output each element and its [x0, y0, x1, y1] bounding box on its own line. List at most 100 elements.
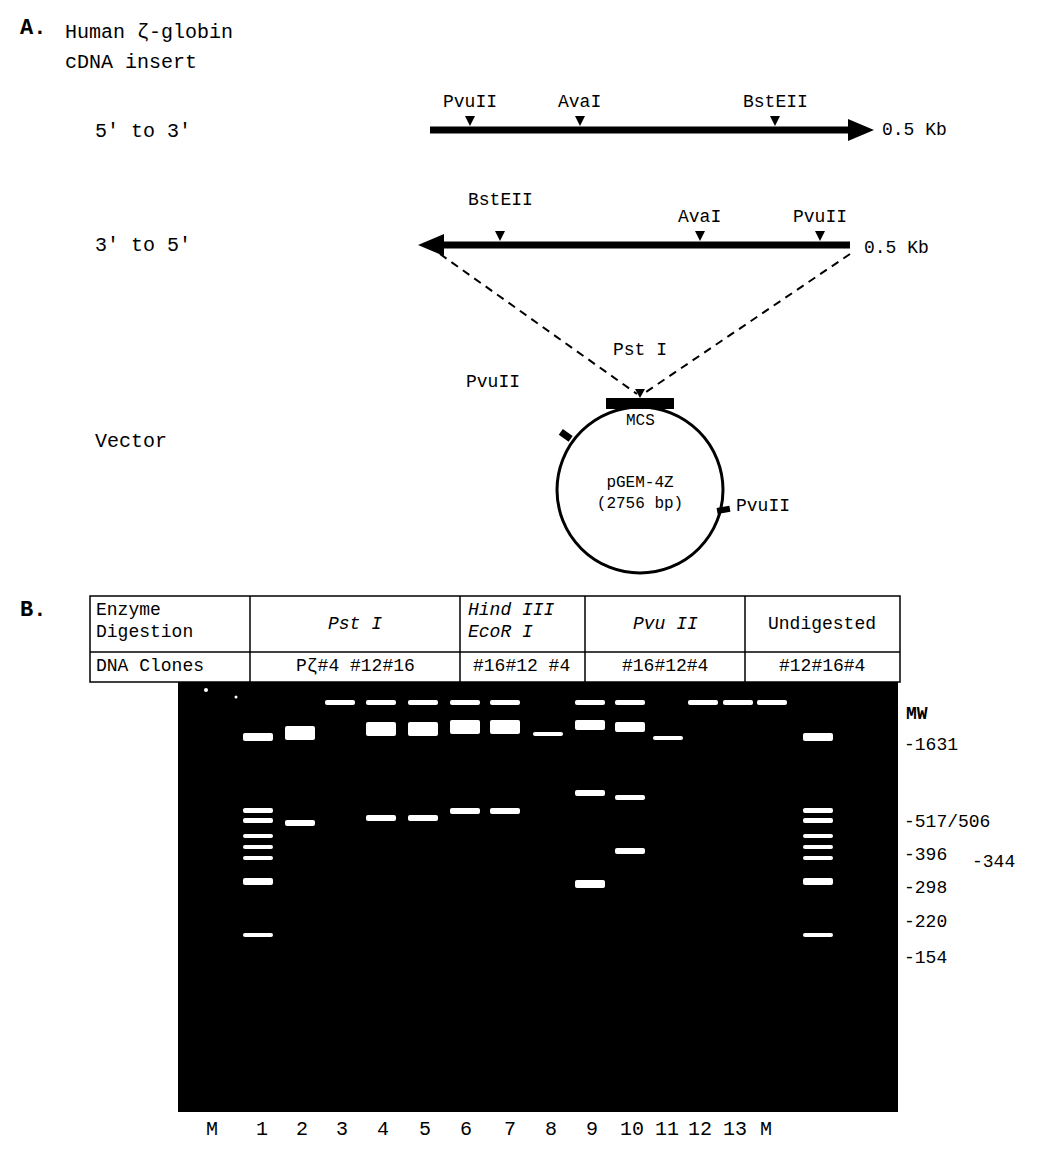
site-tick [815, 231, 825, 241]
gel-band [243, 808, 273, 813]
site-tick [575, 116, 585, 126]
lane-number: 5 [419, 1118, 431, 1142]
gel-band [803, 878, 833, 885]
table-rule [744, 596, 746, 682]
gel-band [615, 700, 645, 705]
table-cell: Pvu II [633, 614, 698, 636]
gel-band [533, 732, 563, 736]
lane-number: 12 [688, 1118, 712, 1142]
panel-letter: A. [20, 16, 46, 42]
table-rule [584, 596, 586, 682]
table-cell: Enzyme Digestion [96, 600, 236, 643]
lane-number: 8 [545, 1118, 557, 1142]
mw-heading: MW [906, 704, 928, 726]
lane-number: M [206, 1118, 218, 1142]
gel-image [178, 682, 898, 1112]
lane-number: 13 [723, 1118, 747, 1142]
gel-band [490, 808, 520, 814]
table-cell: Pζ#4 #12#16 [296, 656, 415, 678]
site-label: AvaI [558, 92, 601, 114]
plasmid-ring [557, 407, 723, 573]
mcs-label: MCS [626, 412, 655, 431]
arrow-head [418, 234, 444, 256]
gel-band [723, 700, 753, 705]
table-rule [249, 596, 251, 682]
orientation-label: 5' to 3' [95, 120, 191, 144]
gel-band [803, 845, 833, 849]
mw-marker: -154 [904, 948, 947, 970]
size-label: 0.5 Kb [882, 120, 947, 142]
site-label: PvuII [793, 207, 847, 229]
insertion-line [440, 254, 637, 394]
gel-band [575, 790, 605, 796]
insert-arrow [430, 127, 850, 134]
lane-number: 10 [620, 1118, 644, 1142]
gel-band [575, 700, 605, 705]
gel-band [366, 815, 396, 821]
site-tick [770, 116, 780, 126]
gel-band [450, 700, 480, 705]
table-cell: #16#12#4 [622, 656, 708, 678]
site-tick [695, 231, 705, 241]
gel-band [243, 733, 273, 741]
gel-band [285, 726, 315, 740]
gel-band [653, 736, 683, 740]
site-marker [559, 429, 573, 442]
gel-band [803, 818, 833, 823]
mw-marker: -298 [904, 878, 947, 900]
mw-marker: -396 [904, 845, 947, 867]
lane-number: 4 [377, 1118, 389, 1142]
table-cell: #16#12 #4 [473, 656, 570, 678]
gel-band [243, 818, 273, 823]
site-label: PvuII [466, 372, 520, 394]
lane-number: 6 [460, 1118, 472, 1142]
table-cell: Hind III EcoR I [468, 600, 580, 643]
vector-label: Vector [95, 430, 167, 454]
insertion-line [643, 254, 850, 394]
lane-number: 9 [586, 1118, 598, 1142]
mw-marker: -220 [904, 912, 947, 934]
mw-marker: -344 [972, 852, 1015, 874]
lane-number: 2 [296, 1118, 308, 1142]
site-tick [465, 116, 475, 126]
gel-band [243, 856, 273, 860]
gel-band [688, 700, 718, 705]
gel-band [243, 933, 273, 937]
gel-band [615, 795, 645, 800]
insert-title: Human ζ-globin cDNA insert [65, 18, 245, 78]
table-cell: Pst I [328, 614, 382, 636]
gel-bands [243, 700, 833, 937]
orientation-label: 3' to 5' [95, 234, 191, 258]
gel-band [757, 700, 787, 705]
gel-band [803, 808, 833, 813]
panel-letter: B. [20, 598, 46, 624]
table-rule [90, 651, 900, 653]
mw-marker: -1631 [904, 735, 958, 757]
gel-band [803, 933, 833, 937]
gel-speck [204, 688, 208, 692]
lane-number: 11 [655, 1118, 679, 1142]
site-tick [635, 389, 645, 398]
gel-band [803, 733, 833, 741]
gel-band [450, 808, 480, 814]
table-cell: Undigested [768, 614, 876, 636]
site-label: AvaI [678, 207, 721, 229]
gel-band [285, 820, 315, 826]
gel-band [615, 848, 645, 854]
gel-band [243, 878, 273, 885]
gel-speck [235, 696, 238, 699]
site-label: Pst I [613, 340, 667, 362]
plasmid-circle: pGEM-4Z (2756 bp) [555, 405, 725, 575]
gel-band [366, 722, 396, 736]
lane-number: 3 [336, 1118, 348, 1142]
size-label: 0.5 Kb [864, 238, 929, 260]
site-label: PvuII [443, 92, 497, 114]
gel-band [615, 722, 645, 732]
lane-number: M [760, 1118, 772, 1142]
gel-band [490, 700, 520, 705]
plasmid-name: pGEM-4Z (2756 bp) [582, 473, 698, 515]
table-cell: #12#16#4 [779, 656, 865, 678]
gel-band [408, 700, 438, 705]
gel-band [450, 720, 480, 734]
